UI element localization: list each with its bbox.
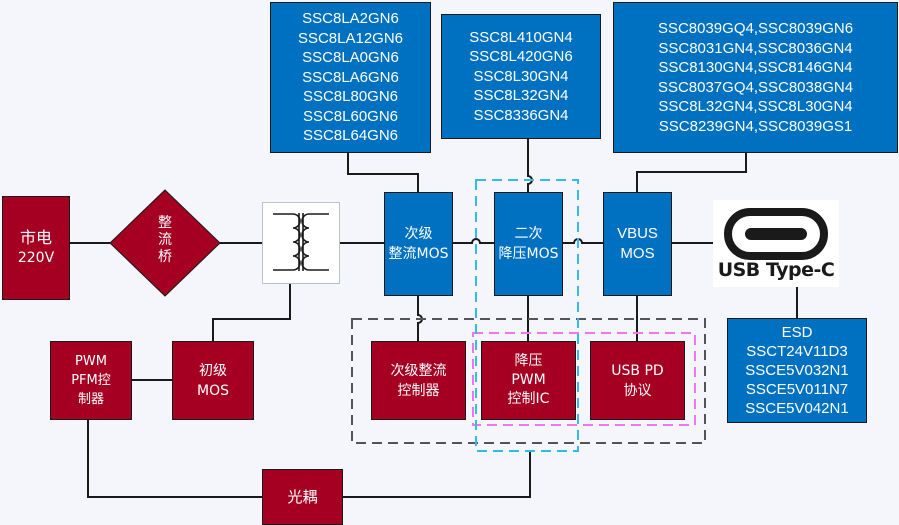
part-item: SSC8LA0GN6 <box>302 49 399 67</box>
part-item: SSC8L80GN6 <box>302 88 399 106</box>
secondary-rectifier-controller-block: 次级整流 控制器 <box>371 341 466 420</box>
pwm-pfm-controller-block: PWM PFM控 制器 <box>50 341 132 420</box>
optocoupler-block: 光耦 <box>262 469 343 525</box>
part-item: SSC8L420GN6 <box>469 48 573 66</box>
usb-c-port-icon <box>724 208 828 260</box>
part-item: SSC8L32GN4,SSC8L30GN4 <box>658 98 853 115</box>
transformer-icon <box>273 213 329 271</box>
wire-pwm-opto <box>87 419 262 498</box>
block-label: MOS <box>197 382 229 399</box>
wire-partsC-vbusmos <box>636 152 747 192</box>
part-item: SSC8L32GN4 <box>473 87 569 105</box>
wire-partsB-buckmos <box>527 138 533 192</box>
wire-transformer-primarymos <box>212 284 291 341</box>
vbus-mos-parts-box: SSC8039GQ4,SSC8039GN6 SSC8031GN4,SSC8036… <box>613 2 898 153</box>
block-label: PWM <box>511 372 546 388</box>
part-item: SSC8336GN4 <box>473 106 569 124</box>
part-item: SSC8L64GN6 <box>302 127 399 145</box>
block-label: 整 <box>158 215 172 231</box>
block-label: USB PD <box>611 362 664 379</box>
block-label: 二次 <box>514 226 543 242</box>
block-label: 流 <box>158 232 172 248</box>
block-label: PFM控 <box>71 373 111 388</box>
part-item: SSC8239GN4,SSC8039GS1 <box>658 117 853 135</box>
wire-partsA-rectmos <box>347 152 419 192</box>
pd-controller-group <box>472 332 696 426</box>
block-label: 次级 <box>404 226 433 242</box>
mains-220v-block: 市电 220V <box>2 196 70 300</box>
wire-buckmos-vbusmos <box>562 238 603 244</box>
rectifier-mos-parts-box: SSC8LA2GN6 SSC8LA12GN6 SSC8LA0GN6 SSC8LA… <box>270 2 431 153</box>
part-item: SSCE5V042N1 <box>745 400 849 417</box>
block-label: MOS <box>620 245 655 262</box>
wire-opto-buckgroup <box>343 451 531 498</box>
part-item: SSCT24V11D3 <box>746 343 848 360</box>
bridge-rectifier-diamond <box>109 189 221 297</box>
buck-mos-parts-box: SSC8L410GN4 SSC8L420GN6 SSC8L30GN4 SSC8L… <box>441 14 601 139</box>
part-item: SSC8130GN4,SSC8146GN4 <box>658 59 853 76</box>
part-item: SSC8LA2GN6 <box>302 10 399 28</box>
block-label: 光耦 <box>287 488 318 506</box>
part-item: SSC8L60GN6 <box>302 107 399 125</box>
block-label: 桥 <box>158 249 172 265</box>
secondary-rectifier-mos-block: 次级 整流MOS <box>384 192 453 296</box>
part-item: SSC8LA6GN6 <box>302 68 399 86</box>
esd-title: ESD <box>781 324 813 341</box>
block-label: 市电 <box>19 228 52 247</box>
usb-pd-protocol-block: USB PD 协议 <box>590 341 685 420</box>
block-label: 次级整流 <box>390 362 447 379</box>
transformer-block <box>262 202 340 284</box>
block-label: 整流MOS <box>388 246 449 262</box>
usb-type-c-label: USB Type-C <box>717 259 835 281</box>
esd-parts-box: ESD SSCT24V11D3 SSCE5V032N1 SSCE5V011N7 … <box>727 318 867 423</box>
secondary-control-group <box>351 318 706 444</box>
buck-pwm-controller-ic-block: 降压 PWM 控制IC <box>481 341 576 420</box>
part-item: SSC8L410GN4 <box>469 28 573 46</box>
wire-rectmos-buckmos <box>452 238 494 244</box>
part-item: SSC8L30GN4 <box>473 67 569 85</box>
part-item: SSC8LA12GN6 <box>297 29 404 47</box>
block-label: 制器 <box>77 392 104 407</box>
secondary-buck-mos-block: 二次 降压MOS <box>494 192 563 296</box>
part-item: SSC8031GN4,SSC8036GN4 <box>658 39 853 57</box>
block-label: 降压MOS <box>498 246 559 262</box>
part-item: SSCE5V011N7 <box>745 381 849 398</box>
part-item: SSC8039GQ4,SSC8039GN6 <box>657 20 854 37</box>
block-label: 控制IC <box>507 391 550 407</box>
block-label: 初级 <box>199 362 227 379</box>
vbus-mos-block: VBUS MOS <box>603 192 672 296</box>
block-label: 协议 <box>623 382 652 399</box>
block-label: PWM <box>75 354 107 369</box>
block-label: 降压 <box>514 353 543 369</box>
bridge-rectifier-label: 整 流 桥 <box>155 215 175 266</box>
part-item: SSC8037GQ4,SSC8038GN4 <box>657 78 854 96</box>
block-label: 控制器 <box>397 382 440 399</box>
part-item: SSCE5V032N1 <box>745 362 849 379</box>
block-label: VBUS <box>617 225 658 242</box>
buck-converter-group <box>475 179 579 452</box>
block-label: 220V <box>17 250 55 266</box>
primary-mos-block: 初级 MOS <box>172 341 254 420</box>
usb-type-c-connector: USB Type-C <box>713 200 839 287</box>
